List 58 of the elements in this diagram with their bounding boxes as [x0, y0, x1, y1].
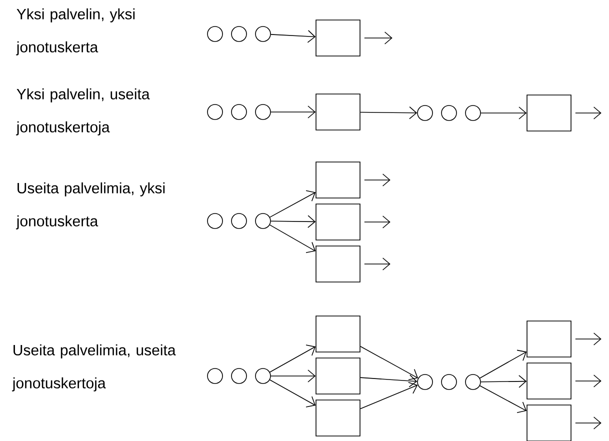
arrow: [575, 416, 602, 430]
queue-circle: [231, 26, 247, 42]
queue-circle: [255, 213, 271, 229]
queue-circle: [207, 104, 223, 120]
queue-circle: [417, 105, 433, 121]
queue-circle: [255, 26, 271, 42]
server-box: [526, 94, 572, 132]
arrow: [480, 106, 527, 120]
queue-circle: [231, 213, 247, 229]
queue-circle: [207, 26, 223, 42]
queue-circle: [207, 213, 223, 229]
server-box: [526, 404, 572, 441]
server-box: [316, 246, 360, 282]
queue-circle: [231, 104, 247, 120]
arrow: [360, 382, 418, 410]
server-box: [316, 162, 360, 198]
arrow: [270, 215, 316, 228]
queue-circle: [207, 368, 223, 384]
arrow: [364, 32, 392, 44]
queue-circle: [255, 368, 271, 384]
arrow: [270, 370, 316, 382]
row-label: Yksi palvelin, yksi jonotuskerta: [16, 8, 135, 56]
arrow: [575, 332, 602, 346]
server-box: [316, 400, 360, 436]
arrow: [364, 216, 390, 228]
server-box: [316, 358, 360, 394]
arrow: [364, 174, 390, 186]
arrow: [575, 374, 602, 388]
arrow: [480, 385, 527, 413]
queue-circle: [255, 104, 271, 120]
row-label: Useita palvelimia, yksi jonotuskerta: [16, 182, 165, 230]
queue-circle: [441, 105, 457, 121]
arrow: [270, 30, 316, 43]
server-box: [526, 362, 572, 400]
queue-circle: [441, 374, 457, 390]
queue-circle: [417, 374, 433, 390]
server-box: [316, 20, 360, 56]
queue-circle: [465, 105, 481, 121]
arrow: [270, 379, 316, 408]
arrow: [270, 190, 316, 218]
arrow: [575, 106, 602, 120]
queue-circle: [231, 368, 247, 384]
arrow: [360, 346, 418, 380]
arrow: [360, 106, 418, 120]
arrow: [360, 374, 418, 388]
server-box: [316, 316, 360, 352]
arrow: [364, 258, 390, 270]
server-box: [316, 204, 360, 240]
arrow: [479, 350, 527, 379]
row-label: Useita palvelimia, useita jonotuskertoja: [12, 344, 176, 392]
queue-circle: [465, 374, 481, 390]
server-box: [316, 94, 360, 130]
server-box: [526, 320, 572, 358]
arrow: [270, 106, 316, 118]
arrow: [270, 344, 316, 373]
arrow: [480, 375, 527, 388]
row-label: Yksi palvelin, useita jonotuskertoja: [16, 88, 150, 136]
arrow: [269, 224, 316, 253]
